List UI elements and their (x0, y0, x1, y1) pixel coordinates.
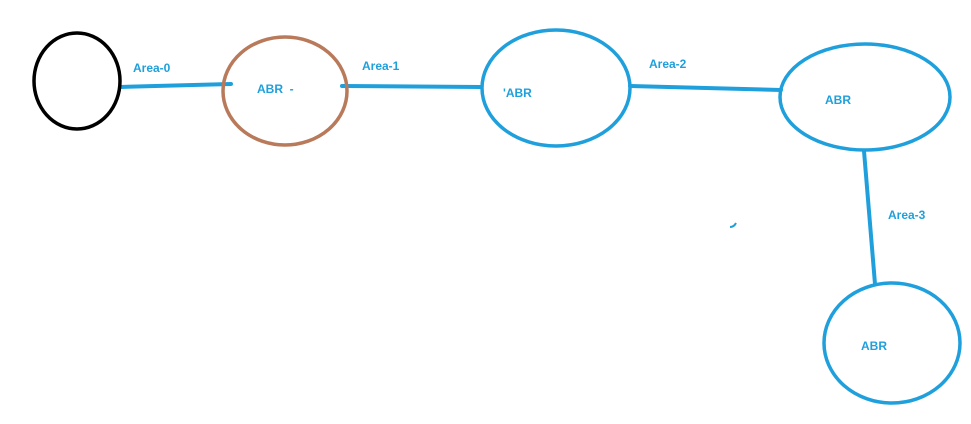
link-area-1 (340, 84, 483, 89)
node-label: 'ABR (503, 86, 532, 100)
router-node (32, 31, 122, 131)
stray-mark (729, 222, 737, 228)
link-area-2 (628, 84, 783, 92)
area-label: Area-1 (362, 59, 400, 73)
node-label: ABR - (257, 82, 294, 96)
link-area-0 (118, 82, 233, 89)
abr-node (822, 281, 962, 405)
area-label: Area-3 (888, 208, 926, 222)
node-label: ABR (861, 339, 887, 353)
area-label: Area-2 (649, 57, 687, 71)
link-area-3 (862, 149, 877, 286)
node-label: ABR (825, 93, 851, 107)
abr-node (480, 28, 632, 148)
abr-node (221, 35, 349, 147)
area-label: Area-0 (133, 61, 171, 75)
abr-node (778, 42, 952, 152)
